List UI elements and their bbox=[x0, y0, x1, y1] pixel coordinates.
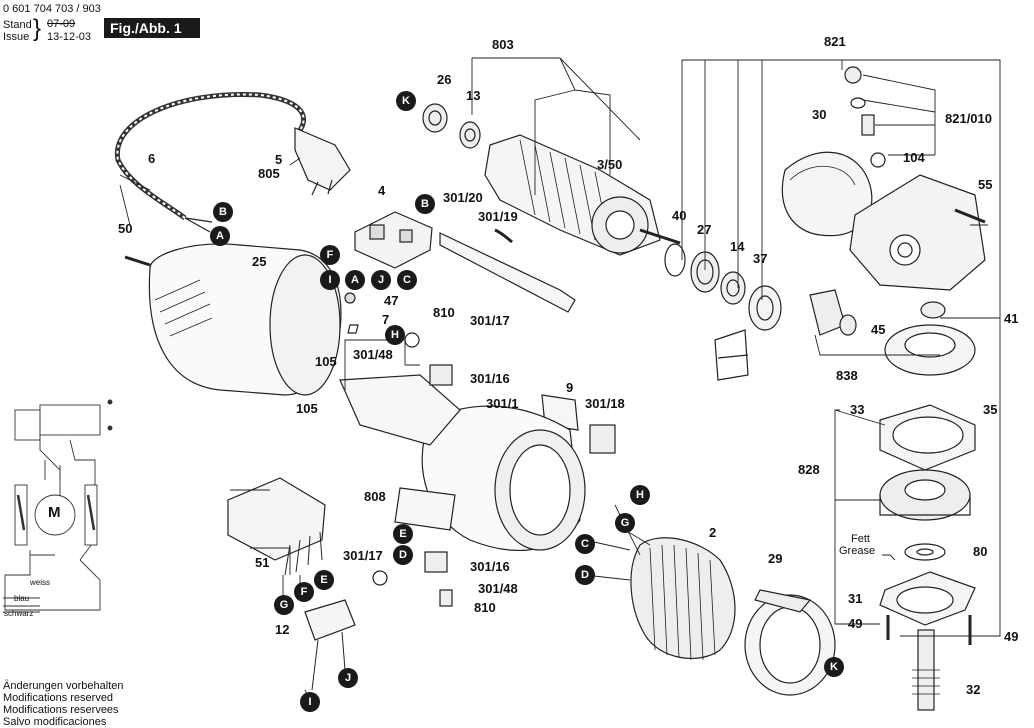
callout-301-16-top: 301/16 bbox=[470, 371, 510, 386]
callout-301-17-top: 301/17 bbox=[470, 313, 510, 328]
part-number: 0 601 704 703 / 903 bbox=[3, 3, 101, 15]
marker-b-switch: B bbox=[415, 194, 435, 214]
issue-label: Issue bbox=[3, 31, 30, 43]
callout-810-top: 810 bbox=[433, 305, 455, 320]
callout-9: 9 bbox=[566, 380, 574, 395]
marker-f-box: F bbox=[294, 582, 314, 602]
callout-828: 828 bbox=[798, 462, 820, 477]
wire-weiss: weiss bbox=[30, 578, 51, 587]
footer-line-3: Modifications reservees bbox=[3, 704, 119, 716]
callout-301-20: 301/20 bbox=[443, 190, 483, 205]
callout-30: 30 bbox=[812, 107, 827, 122]
motor-symbol: M bbox=[48, 504, 61, 521]
marker-d-bottom: D bbox=[393, 545, 413, 565]
figure-title: Fig./Abb. 1 bbox=[104, 18, 200, 38]
marker-f-switch: F bbox=[320, 245, 340, 265]
stand-date: 07-09 bbox=[47, 18, 76, 30]
wiring-diagram bbox=[3, 399, 113, 613]
callout-32: 32 bbox=[966, 682, 981, 697]
callout-27: 27 bbox=[697, 222, 712, 237]
marker-b-cable: B bbox=[213, 202, 233, 222]
stand-label: Stand bbox=[3, 19, 32, 31]
callout-301-1: 301/1 bbox=[486, 396, 519, 411]
callout-25: 25 bbox=[252, 254, 267, 269]
callout-45: 45 bbox=[871, 322, 886, 337]
callout-301-48-top: 301/48 bbox=[353, 347, 393, 362]
wire-schwarz: schwarz bbox=[4, 609, 34, 618]
callout-37: 37 bbox=[753, 251, 768, 266]
callout-6: 6 bbox=[148, 151, 156, 166]
callout-26: 26 bbox=[437, 72, 452, 87]
issue-date: 13-12-03 bbox=[47, 31, 92, 43]
callout-35: 35 bbox=[983, 402, 998, 417]
callout-29: 29 bbox=[768, 551, 783, 566]
label-grease: Grease bbox=[839, 545, 876, 557]
marker-g-stator: G bbox=[615, 513, 635, 533]
label-fett: Fett bbox=[851, 533, 870, 545]
marker-a-cable: A bbox=[210, 226, 230, 246]
callout-805: 805 bbox=[258, 166, 280, 181]
callout-5: 5 bbox=[275, 152, 283, 167]
callout-105-a: 105 bbox=[315, 354, 337, 369]
marker-k-top: K bbox=[396, 91, 416, 111]
callout-47: 47 bbox=[384, 293, 399, 308]
callout-301-48-bottom: 301/48 bbox=[478, 581, 518, 596]
marker-j-switch: J bbox=[371, 270, 391, 290]
callout-40: 40 bbox=[672, 208, 687, 223]
marker-c-switch: C bbox=[397, 270, 417, 290]
callout-41: 41 bbox=[1004, 311, 1019, 326]
callout-13: 13 bbox=[466, 88, 481, 103]
callout-301-16-bottom: 301/16 bbox=[470, 559, 510, 574]
marker-e-box: E bbox=[314, 570, 334, 590]
callout-104: 104 bbox=[903, 150, 925, 165]
marker-h-top: H bbox=[385, 325, 405, 345]
callout-803: 803 bbox=[492, 37, 514, 52]
callout-50: 50 bbox=[118, 221, 133, 236]
callout-12: 12 bbox=[275, 622, 290, 637]
marker-c-stator: C bbox=[575, 534, 595, 554]
callout-4: 4 bbox=[378, 183, 386, 198]
footer-line-4: Salvo modificaciones bbox=[3, 716, 107, 728]
callout-821-010: 821/010 bbox=[945, 111, 992, 126]
callout-80: 80 bbox=[973, 544, 988, 559]
callout-55: 55 bbox=[978, 177, 993, 192]
callout-3-50: 3/50 bbox=[597, 157, 623, 172]
marker-i-switch: I bbox=[320, 270, 340, 290]
marker-j-capacitor: J bbox=[338, 668, 358, 688]
footer-line-1: Änderungen vorbehalten bbox=[3, 680, 124, 692]
marker-a-switch: A bbox=[345, 270, 365, 290]
marker-d-stator: D bbox=[575, 565, 595, 585]
marker-g-box: G bbox=[274, 595, 294, 615]
callout-51: 51 bbox=[255, 555, 270, 570]
callout-301-19: 301/19 bbox=[478, 209, 518, 224]
callout-838: 838 bbox=[836, 368, 858, 383]
callout-105-b: 105 bbox=[296, 401, 318, 416]
marker-i-capacitor: I bbox=[300, 692, 320, 712]
callout-49-left: 49 bbox=[848, 616, 863, 631]
callout-7: 7 bbox=[382, 312, 390, 327]
footer-line-2: Modifications reserved bbox=[3, 692, 114, 704]
bracket: } bbox=[33, 15, 42, 42]
callout-821: 821 bbox=[824, 34, 846, 49]
callout-33: 33 bbox=[850, 402, 865, 417]
marker-e-bottom: E bbox=[393, 524, 413, 544]
callout-31: 31 bbox=[848, 591, 863, 606]
callout-14: 14 bbox=[730, 239, 745, 254]
callout-49-right: 49 bbox=[1004, 629, 1019, 644]
callout-301-17-bottom: 301/17 bbox=[343, 548, 383, 563]
callout-808: 808 bbox=[364, 489, 386, 504]
callout-301-18: 301/18 bbox=[585, 396, 625, 411]
marker-h-stator: H bbox=[630, 485, 650, 505]
wire-blau: blau bbox=[14, 594, 30, 603]
callout-810-bottom: 810 bbox=[474, 600, 496, 615]
marker-k-guard: K bbox=[824, 657, 844, 677]
callout-2: 2 bbox=[709, 525, 717, 540]
